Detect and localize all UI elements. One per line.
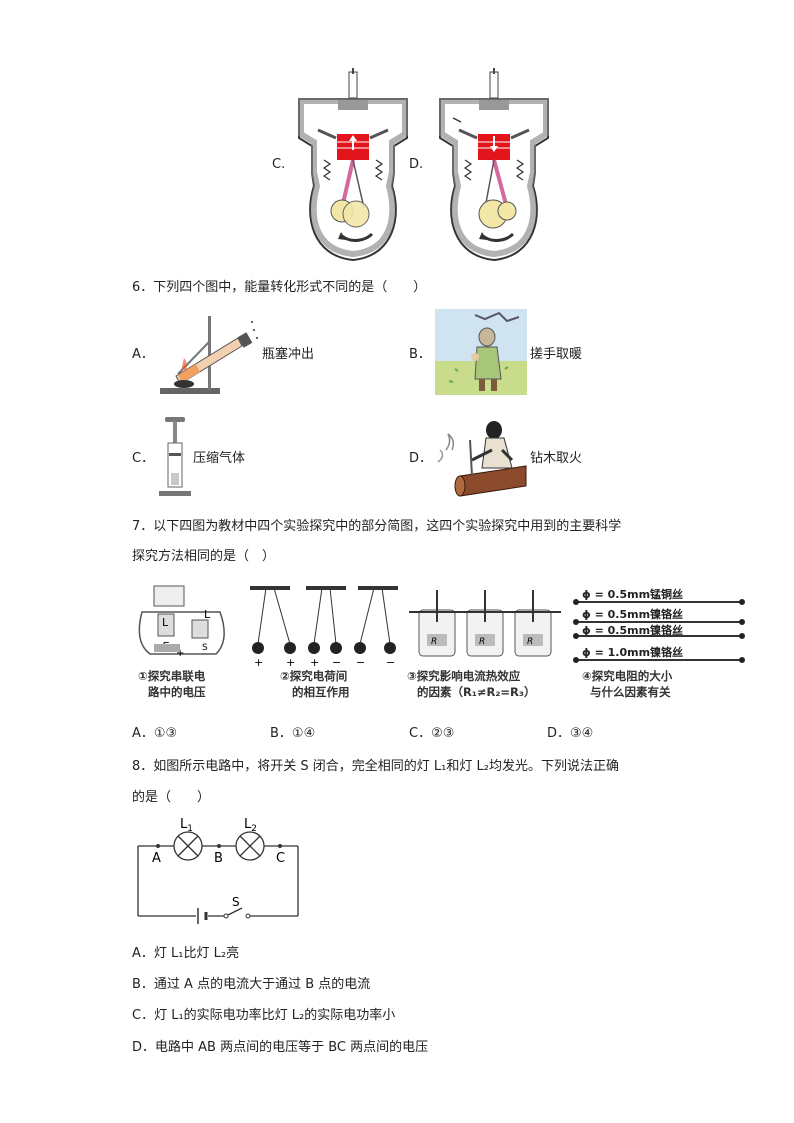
r1-label: R [431, 637, 437, 647]
engine-diagram-d [439, 68, 549, 262]
charge-sign-5: − [356, 656, 365, 669]
wire1-diameter: ϕ = 0.5mm [582, 588, 650, 601]
question-6-stem: 6．下列四个图中，能量转化形式不同的是（ ） [132, 280, 427, 295]
option-c-label: C. [272, 157, 286, 172]
engine-diagram-c [298, 68, 408, 262]
r2-label: R [479, 637, 485, 647]
wire2-material: 镍铬丝 [650, 607, 683, 621]
panel2-caption2: 的相互作用 [292, 685, 350, 699]
question-7-stem-line2: 探究方法相同的是（ ） [132, 549, 276, 564]
q6-option-c-text: 压缩气体 [193, 451, 246, 466]
panel2-caption1: ②探究电荷间 [280, 669, 347, 683]
wire4-diameter: ϕ = 1.0mm [582, 646, 650, 659]
q8-option-d: D．电路中 AB 两点间的电压等于 BC 两点间的电压 [132, 1040, 429, 1055]
r3-label: R [527, 637, 533, 647]
q7-option-d: D．③④ [547, 726, 594, 741]
switch-s-label: S [232, 895, 240, 909]
q6-option-d-text: 钻木取火 [530, 451, 583, 466]
point-c-label: C [276, 851, 285, 866]
question-7-stem-line1: 7．以下四图为教材中四个实验探究中的部分简图，这四个实验探究中用到的主要科学 [132, 519, 622, 534]
rubbing-hands-illustration [435, 309, 527, 395]
panel4-caption2: 与什么因素有关 [590, 685, 671, 699]
point-a-label: A [152, 851, 161, 866]
option-d-label: D. [409, 157, 424, 172]
q6-option-d-letter: D． [409, 451, 433, 466]
charge-sign-4: − [332, 656, 341, 669]
q7-option-a: A．①③ [132, 726, 178, 741]
drill-wood-fire-illustration [437, 421, 527, 497]
panel3-caption1: ③探究影响电流热效应 [407, 669, 521, 683]
charge-sign-3: + [310, 656, 319, 669]
lamp-l1-label: L1 [180, 817, 193, 834]
wire1-material: 锰铜丝 [650, 587, 683, 601]
q7-option-c: C．②③ [409, 726, 455, 741]
lamp-l2-label: L2 [244, 817, 257, 834]
panel1-caption2: 路中的电压 [148, 685, 206, 699]
question-8-stem-line2: 的是（ ） [132, 790, 211, 805]
charge-sign-6: − [386, 656, 395, 669]
battery-plus: + [176, 648, 184, 659]
q8-option-c: C．灯 L₁的实际电功率比灯 L₂的实际电功率小 [132, 1008, 396, 1023]
wire2-diameter: ϕ = 0.5mm [582, 608, 650, 621]
q6-option-b-letter: B． [409, 347, 431, 362]
q7-option-b: B．①④ [270, 726, 316, 741]
q6-option-c-letter: C． [132, 451, 155, 466]
resistance-factors-panel: ϕ = 0.5mm 锰铜丝 ϕ = 0.5mm 镍铬丝 ϕ = 0.5mm 镍铬… [573, 587, 745, 699]
panel4-caption1: ④探究电阻的大小 [582, 669, 673, 683]
q6-option-a-letter: A． [132, 347, 154, 362]
q6-option-a-text: 瓶塞冲出 [262, 347, 315, 362]
q8-option-b: B．通过 A 点的电流大于通过 B 点的电流 [132, 977, 371, 992]
point-b-label: B [214, 851, 223, 866]
charge-sign-1: + [254, 656, 263, 669]
series-voltage-panel: L L E + S ①探究串联电 路中的电压 [138, 585, 225, 699]
wire4-material: 镍铬丝 [650, 645, 683, 659]
wire3-material: 镍铬丝 [650, 623, 683, 637]
charge-interaction-panel: + + + − − − ②探究电荷间 的相互作用 [250, 586, 398, 699]
charge-sign-2: + [286, 656, 295, 669]
wire3-diameter: ϕ = 0.5mm [582, 624, 650, 637]
compress-gas-syringe-illustration [159, 417, 191, 496]
q8-option-a: A．灯 L₁比灯 L₂亮 [132, 946, 240, 961]
panel1-caption1: ①探究串联电 [138, 669, 206, 683]
heat-effect-panel: R R R ③探究影响电流热效应 的因素（R₁≠R₂=R₃） [407, 590, 561, 699]
l1-label: L [162, 616, 169, 629]
panel3-caption2: 的因素（R₁≠R₂=R₃） [417, 685, 535, 699]
series-circuit-diagram: L1 L2 A B C S [137, 817, 299, 924]
q6-option-b-text: 搓手取暖 [530, 347, 583, 362]
question-8-stem-line1: 8．如图所示电路中，将开关 S 闭合，完全相同的灯 L₁和灯 L₂均发光。下列说… [132, 759, 619, 774]
l2-label: L [204, 608, 211, 621]
test-tube-stopper-illustration [160, 316, 258, 394]
switch-label: S [202, 643, 208, 653]
